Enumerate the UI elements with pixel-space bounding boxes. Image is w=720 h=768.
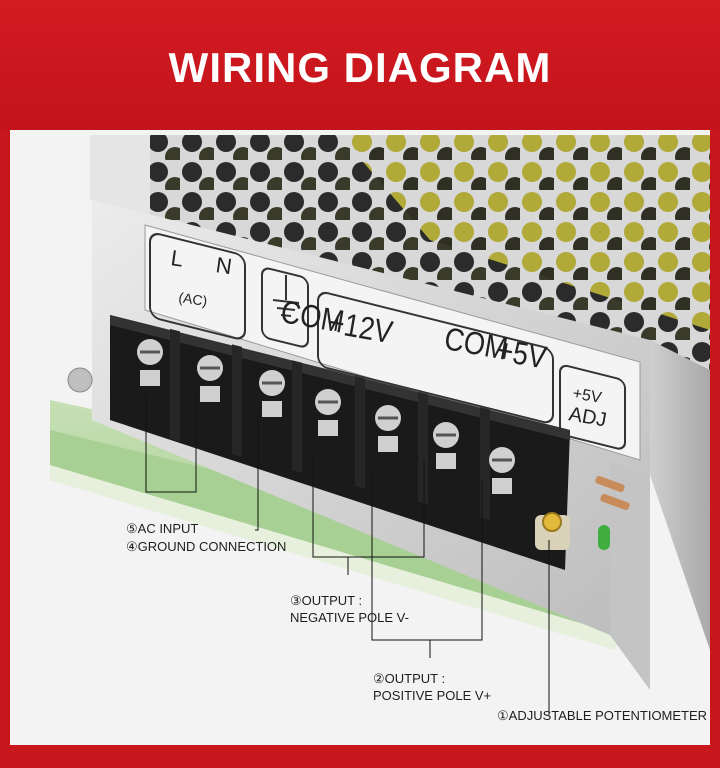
terminal-screws xyxy=(137,339,515,494)
header-banner: WIRING DIAGRAM xyxy=(0,0,720,130)
callout-leaders xyxy=(145,395,550,715)
ground-symbol-icon xyxy=(272,275,300,317)
callout-negative-title: ③OUTPUT : xyxy=(290,593,363,608)
bottom-border xyxy=(0,745,720,768)
callout-adjustable-potentiometer: ①ADJUSTABLE POTENTIOMETER xyxy=(497,708,708,723)
potentiometer-knob-icon xyxy=(542,512,562,532)
page-title: WIRING DIAGRAM xyxy=(168,44,552,91)
callout-positive-subtitle: POSITIVE POLE V+ xyxy=(373,688,492,703)
terminal-block xyxy=(110,315,570,570)
power-supply-photo: L N (AC) COM +12V COM +5V +5V ADJ xyxy=(10,130,710,745)
power-supply-illustration: L N (AC) COM +12V COM +5V +5V ADJ xyxy=(10,130,710,745)
terminal-label-ac: (AC) xyxy=(178,289,209,309)
adj-label-top: +5V xyxy=(571,385,603,407)
terminal-label-5v: +5V xyxy=(494,333,549,377)
callout-ac-input: ⑤AC INPUT xyxy=(126,521,199,536)
callout-positive-title: ②OUTPUT : xyxy=(373,671,446,686)
callout-negative-subtitle: NEGATIVE POLE V- xyxy=(290,610,409,625)
callout-ground-connection: ④GROUND CONNECTION xyxy=(126,539,287,554)
terminal-label-L: L xyxy=(169,245,185,271)
terminal-label-N: N xyxy=(214,252,233,279)
